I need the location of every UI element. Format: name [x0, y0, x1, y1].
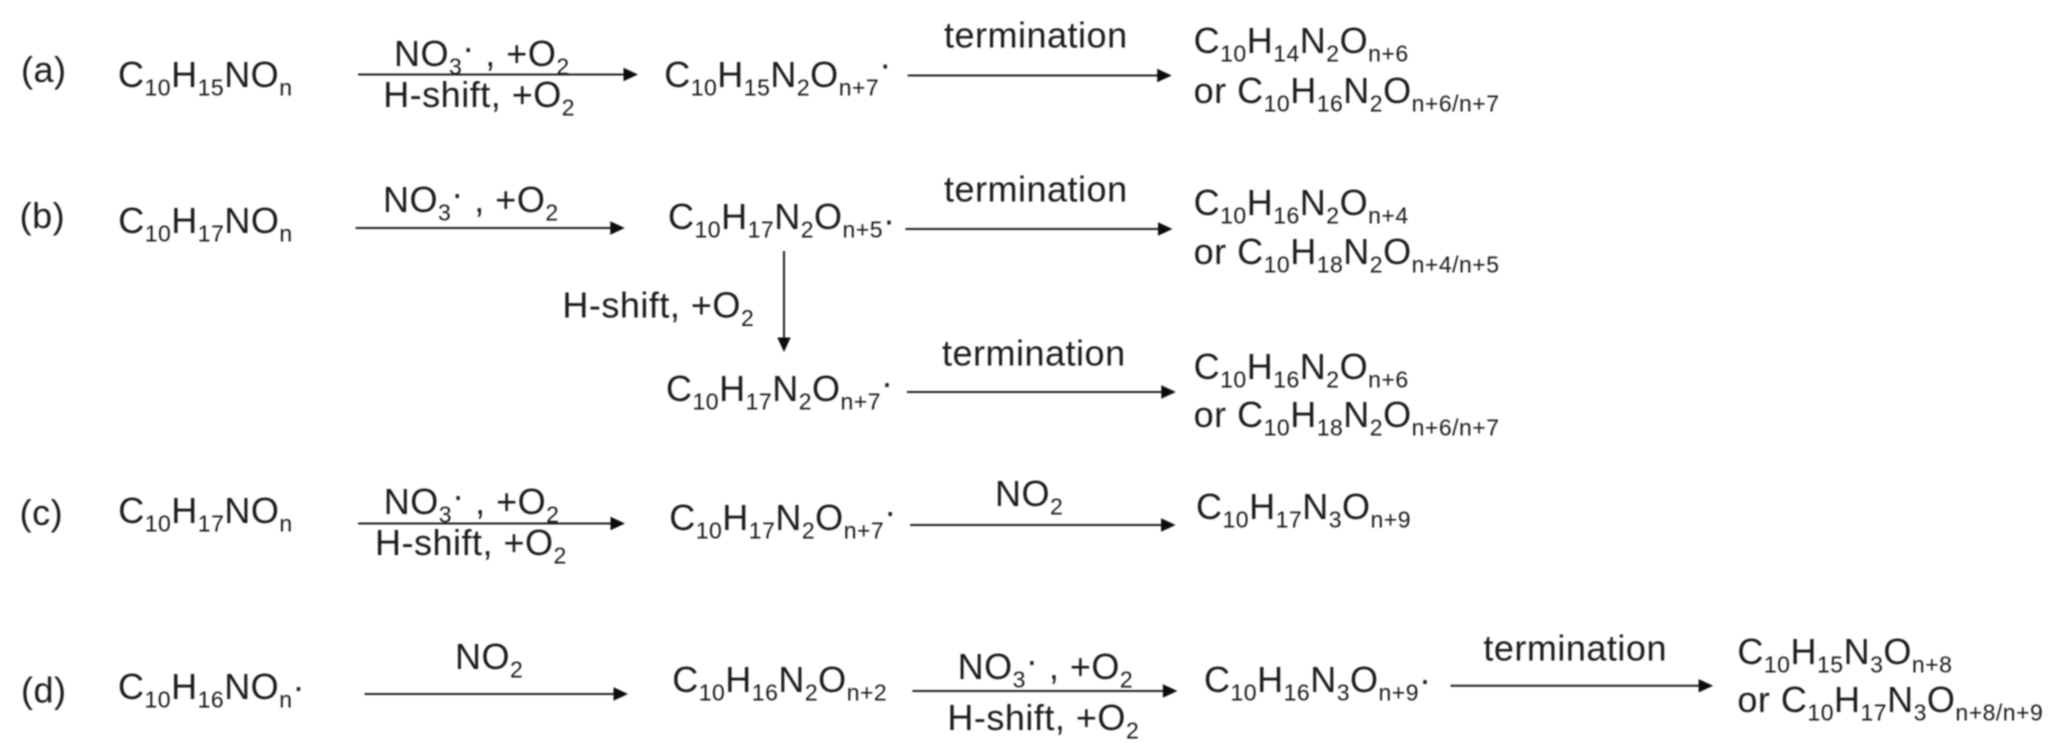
svg-text:C10H17NOn: C10H17NOn: [118, 490, 292, 537]
svg-text:C10H17N2On+7·: C10H17N2On+7·: [669, 491, 897, 544]
svg-text:NO3· , +O2: NO3· , +O2: [384, 475, 560, 528]
svg-text:C10H16N2On+2: C10H16N2On+2: [672, 659, 887, 706]
svg-text:C10H15NOn: C10H15NOn: [118, 54, 292, 101]
svg-text:termination: termination: [944, 169, 1128, 210]
svg-text:or C10H16N2On+6/n+7: or C10H16N2On+6/n+7: [1194, 70, 1500, 117]
svg-text:H-shift, +O2: H-shift, +O2: [562, 285, 754, 332]
svg-text:C10H17N2On+5·: C10H17N2On+5·: [668, 196, 896, 243]
svg-text:NO2: NO2: [455, 636, 523, 683]
svg-text:NO3· , +O2: NO3· , +O2: [383, 173, 559, 226]
svg-text:(b): (b): [20, 195, 66, 236]
svg-text:C10H17N3On+9: C10H17N3On+9: [1196, 486, 1411, 533]
svg-text:C10H14N2On+6: C10H14N2On+6: [1194, 20, 1409, 67]
svg-text:or C10H18N2On+6/n+7: or C10H18N2On+6/n+7: [1194, 394, 1500, 441]
svg-text:C10H17NOn: C10H17NOn: [118, 200, 292, 247]
svg-text:H-shift, +O2: H-shift, +O2: [947, 697, 1139, 744]
svg-text:C10H16N2On+4: C10H16N2On+4: [1194, 182, 1409, 229]
svg-text:or C10H18N2On+4/n+5: or C10H18N2On+4/n+5: [1194, 231, 1500, 278]
svg-text:termination: termination: [1483, 627, 1667, 668]
svg-text:C10H17N2On+7·: C10H17N2On+7·: [666, 362, 894, 415]
svg-text:C10H16N3On+9·: C10H16N3On+9·: [1204, 659, 1432, 706]
svg-text:NO2: NO2: [995, 473, 1063, 520]
svg-text:NO3· , +O2: NO3· , +O2: [394, 27, 570, 80]
svg-text:C10H16N2On+6: C10H16N2On+6: [1194, 346, 1409, 393]
svg-text:C10H16NOn·: C10H16NOn·: [118, 666, 305, 713]
svg-text:H-shift, +O2: H-shift, +O2: [383, 74, 575, 121]
svg-text:termination: termination: [944, 15, 1128, 56]
svg-text:termination: termination: [942, 333, 1126, 374]
svg-text:NO3· , +O2: NO3· , +O2: [958, 640, 1134, 693]
svg-text:H-shift, +O2: H-shift, +O2: [375, 522, 567, 569]
svg-text:C10H15N2On+7·: C10H15N2On+7·: [664, 44, 892, 101]
svg-text:(d): (d): [21, 669, 67, 710]
svg-text:C10H15N3On+8: C10H15N3On+8: [1737, 631, 1952, 678]
svg-text:or C10H17N3On+8/n+9: or C10H17N3On+8/n+9: [1737, 679, 2043, 726]
svg-text:(c): (c): [20, 492, 63, 533]
svg-text:(a): (a): [21, 49, 67, 90]
